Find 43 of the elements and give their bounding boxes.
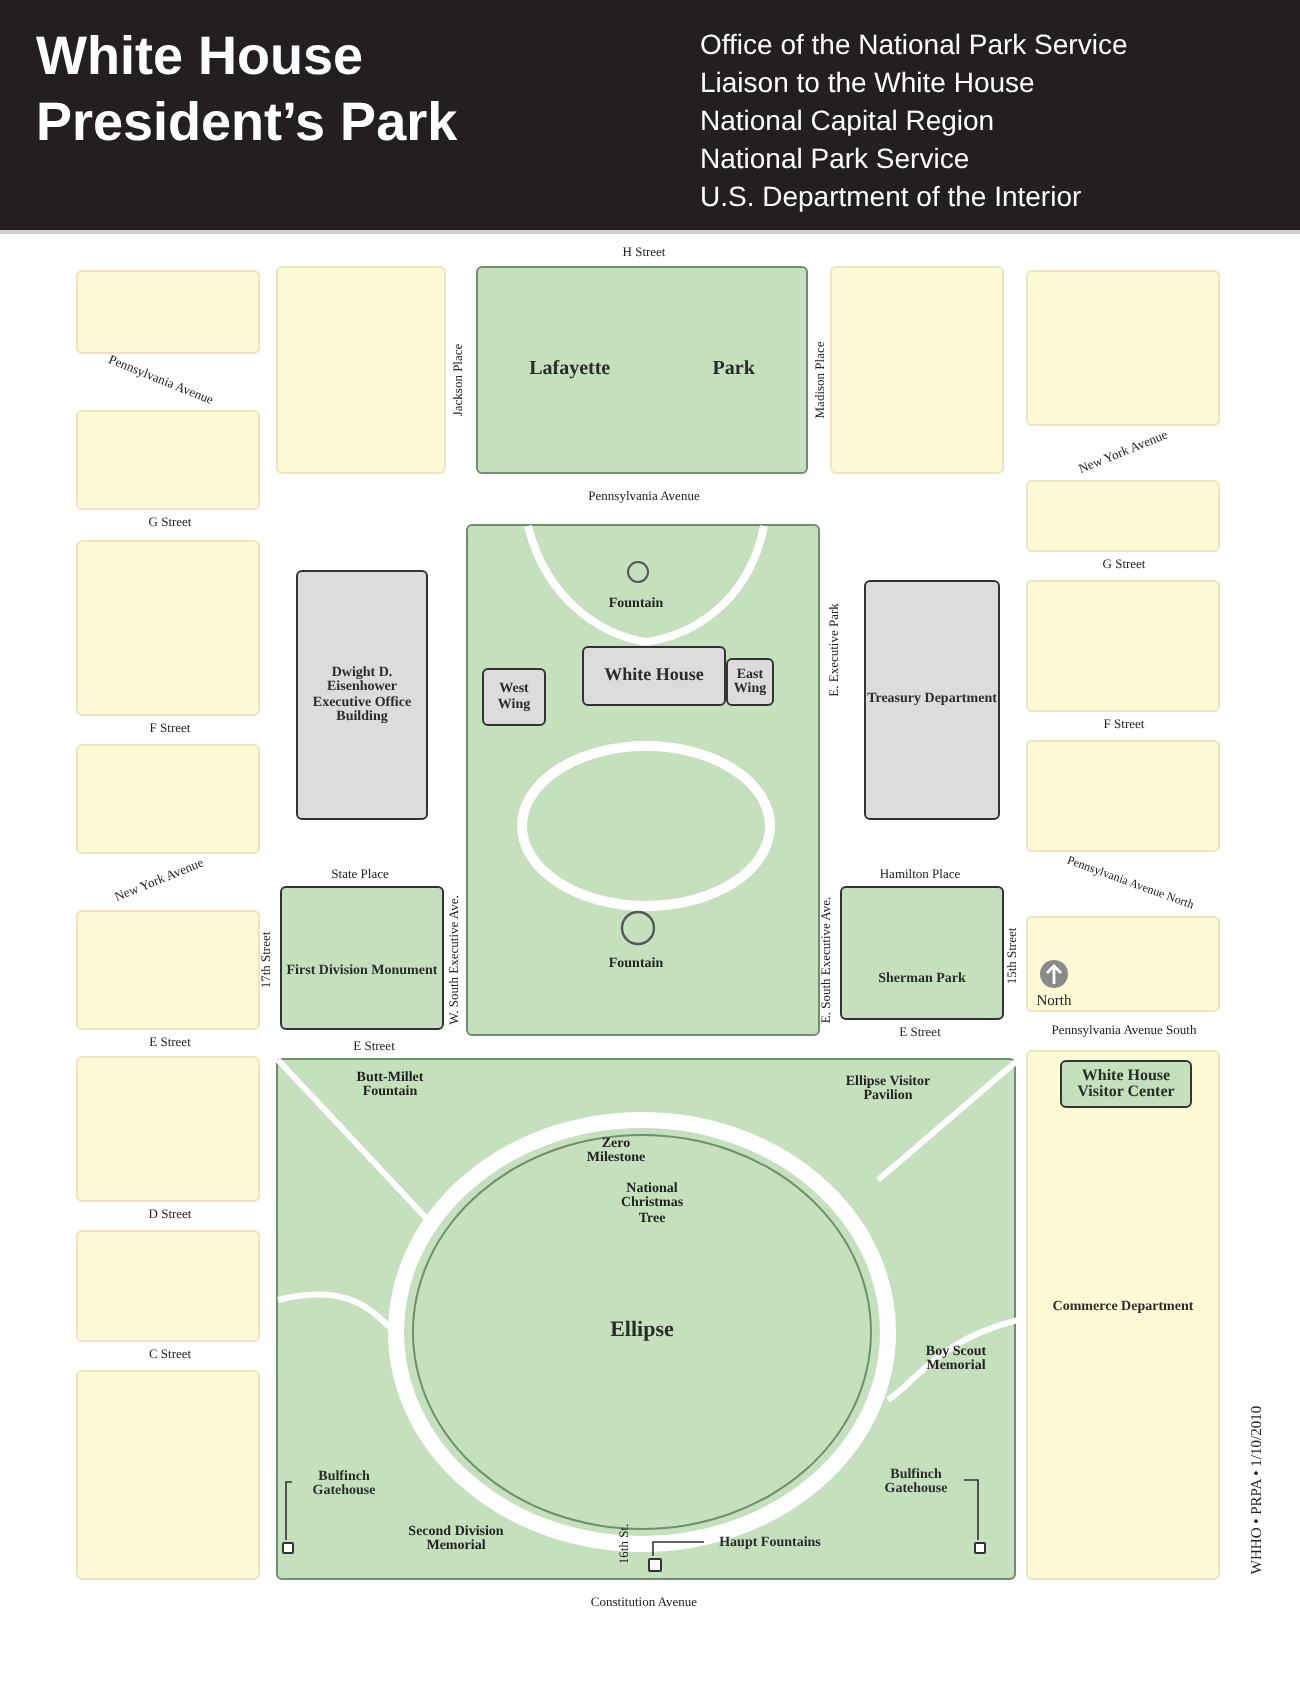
header-text: U.S. Department of the Interior xyxy=(700,178,1084,216)
city-block xyxy=(830,266,1004,474)
city-block xyxy=(76,540,260,716)
header-text: National Capital Region xyxy=(700,102,997,140)
city-block xyxy=(1026,1050,1220,1580)
park-label: Lafayette xyxy=(529,359,611,381)
gatehouse-marker xyxy=(282,1542,294,1554)
city-block xyxy=(76,410,260,510)
building-footprint xyxy=(482,668,546,726)
building-label: White House xyxy=(604,666,704,686)
park-label: Ellipse xyxy=(610,1320,674,1344)
city-block xyxy=(76,744,260,854)
city-block xyxy=(1026,916,1220,1012)
city-block xyxy=(276,266,446,474)
title: White House President’s Park xyxy=(36,24,460,156)
park-area xyxy=(280,886,444,1030)
city-block xyxy=(1026,740,1220,852)
leader-line xyxy=(285,1481,293,1541)
city-block xyxy=(76,270,260,354)
header-text: National Park Service xyxy=(700,140,972,178)
city-block xyxy=(1026,480,1220,552)
building-footprint xyxy=(296,570,428,820)
park-area xyxy=(476,266,808,474)
lawn-area xyxy=(466,524,820,1036)
fountain-marker xyxy=(648,1558,662,1572)
building-footprint xyxy=(726,658,774,706)
city-block xyxy=(76,1230,260,1342)
gatehouse-marker xyxy=(974,1542,986,1554)
park-label: Park xyxy=(712,359,755,381)
header-text: Liaison to the White House xyxy=(700,64,1037,102)
city-block xyxy=(76,910,260,1030)
leader-line xyxy=(963,1479,979,1541)
park-area xyxy=(840,886,1004,1020)
building-footprint xyxy=(864,580,1000,820)
building-footprint xyxy=(582,646,726,706)
city-block xyxy=(1026,580,1220,712)
leader-line xyxy=(652,1541,705,1557)
header-text: Office of the National Park Service xyxy=(700,26,1128,64)
city-block xyxy=(1026,270,1220,426)
building-footprint xyxy=(1060,1060,1192,1108)
city-block xyxy=(76,1370,260,1580)
building-label: White House Visitor Center xyxy=(1075,1067,1177,1101)
city-block xyxy=(76,1056,260,1202)
